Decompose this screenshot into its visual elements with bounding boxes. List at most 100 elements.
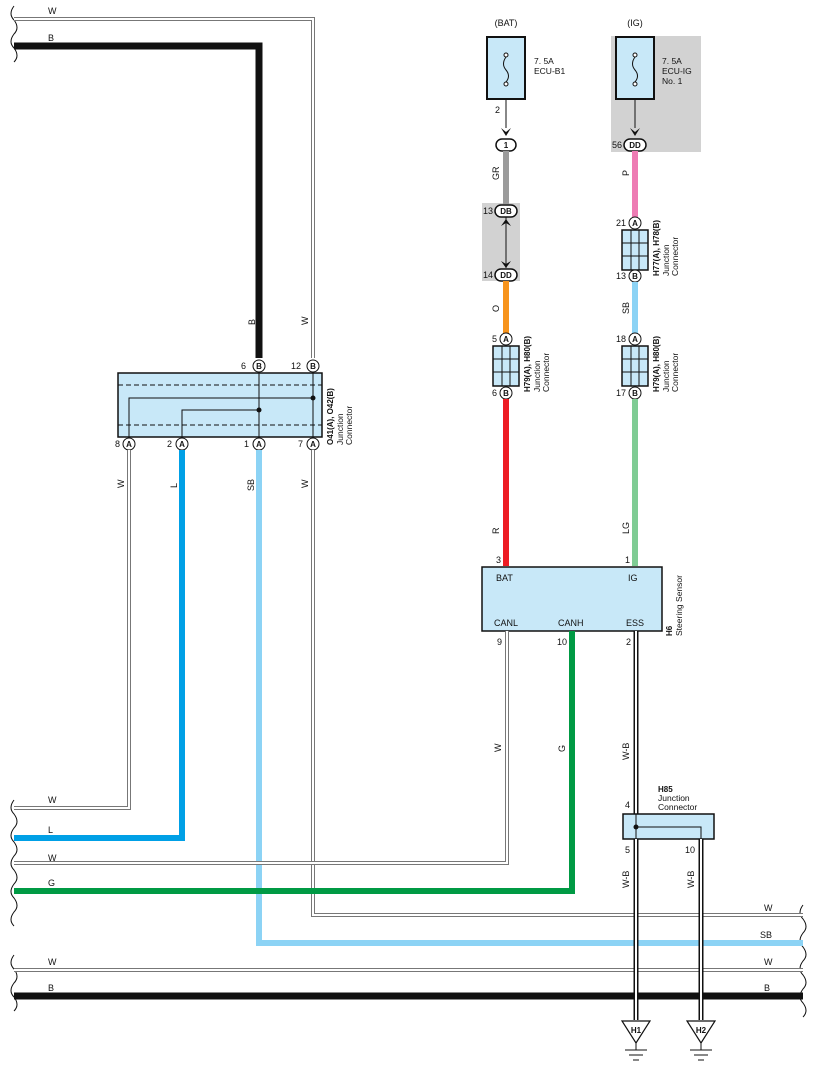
junction-o41-box (117, 372, 323, 438)
svg-text:Junction: Junction (661, 360, 671, 392)
wire-label-wb-h1: W-B (621, 871, 631, 888)
svg-text:18: 18 (616, 334, 626, 344)
wire-label-b-bottom-left: B (48, 983, 54, 993)
junction-h79-right (621, 345, 649, 387)
steering-sensor-box (481, 566, 663, 632)
svg-text:Connector: Connector (541, 353, 551, 392)
svg-text:B: B (310, 362, 316, 371)
fuse-ig-name2: No. 1 (662, 76, 683, 86)
wire-label-w-right1: W (764, 903, 773, 913)
wire-label-w-bottom-right: W (764, 957, 773, 967)
svg-text:2: 2 (167, 439, 172, 449)
wire-label-b: B (48, 33, 54, 43)
svg-text:B: B (256, 362, 262, 371)
svg-text:Junction: Junction (532, 360, 542, 392)
svg-text:A: A (632, 219, 638, 228)
arrow-down-icon (501, 261, 511, 268)
wire-label-w: W (48, 6, 57, 16)
bat-supply-label: (BAT) (495, 18, 518, 28)
ground-h1-icon: H1 (620, 1020, 652, 1061)
svg-text:1: 1 (625, 555, 630, 565)
wire-label-gr: GR (491, 166, 501, 180)
o41-pin-7: A 7 (298, 437, 320, 451)
fuse-bat-rating: 7. 5A (534, 56, 554, 66)
wire-label-o: O (491, 305, 501, 312)
svg-text:17: 17 (616, 388, 626, 398)
fuse-symbol-icon (632, 56, 638, 83)
o41-connector-desc2: Connector (344, 406, 354, 445)
h85-desc2: Connector (658, 802, 697, 812)
wire-l-pin2 (14, 450, 185, 841)
svg-text:B: B (632, 272, 638, 281)
svg-text:Connector: Connector (670, 353, 680, 392)
wire-label-w-pin7: W (300, 479, 310, 488)
wire-label-b-vert: B (247, 319, 257, 325)
steering-sensor-id: H6 (665, 625, 674, 636)
terminal-ess: ESS (626, 618, 644, 628)
arrow-down-icon (630, 128, 640, 136)
svg-text:9: 9 (497, 637, 502, 647)
svg-text:8: 8 (115, 439, 120, 449)
terminal-canh: CANH (558, 618, 584, 628)
fuse-symbol-icon (503, 56, 509, 83)
wire-b-top (14, 42, 263, 358)
fuse-ig-name: ECU-IG (662, 66, 692, 76)
svg-text:56: 56 (612, 140, 622, 150)
left-break-marks (10, 5, 18, 1012)
svg-text:6: 6 (241, 361, 246, 371)
svg-text:10: 10 (685, 845, 695, 855)
svg-text:B: B (632, 389, 638, 398)
svg-text:13: 13 (616, 271, 626, 281)
svg-text:13: 13 (483, 206, 493, 216)
wire-w-pin8 (14, 450, 131, 810)
svg-text:4: 4 (625, 800, 630, 810)
fuse-bat-pin: 2 (495, 105, 500, 115)
ig-supply-label: (IG) (627, 18, 643, 28)
fuse-bat-name: ECU-B1 (534, 66, 565, 76)
svg-text:H1: H1 (631, 1026, 642, 1035)
svg-text:A: A (503, 335, 509, 344)
wire-label-sb-ig: SB (621, 302, 631, 314)
wire-label-sb-right: SB (760, 930, 772, 940)
wire-label-w-bottom-left: W (48, 957, 57, 967)
wire-label-w-left2: W (48, 853, 57, 863)
svg-text:H2: H2 (696, 1026, 707, 1035)
h85-id: H85 (658, 785, 673, 794)
svg-text:DB: DB (500, 207, 512, 216)
fuse-ecu-b1 (486, 36, 526, 100)
svg-text:21: 21 (616, 218, 626, 228)
h77-id: H77(A), H78(B) (652, 220, 661, 276)
svg-text:A: A (179, 440, 185, 449)
o41-pin-6: B 6 (241, 359, 266, 373)
steering-sensor-name: Steering Sensor (674, 575, 684, 636)
wire-w-pin7 (311, 450, 803, 917)
o41-pin-2: A 2 (167, 437, 189, 451)
svg-text:DD: DD (629, 141, 641, 150)
svg-text:B: B (503, 389, 509, 398)
h85-desc1: Junction (658, 793, 690, 803)
wire-label-w-vert: W (300, 316, 310, 325)
svg-text:10: 10 (557, 637, 567, 647)
terminal-bat: BAT (496, 573, 513, 583)
wire-sb-pin1 (256, 450, 803, 946)
wire-label-p: P (621, 170, 631, 176)
svg-text:6: 6 (492, 388, 497, 398)
wire-label-sb-pin1: SB (246, 479, 256, 491)
terminal-ig: IG (628, 573, 638, 583)
svg-text:5: 5 (625, 845, 630, 855)
wire-label-g-left: G (48, 878, 55, 888)
svg-text:12: 12 (291, 361, 301, 371)
h79-left-id: H79(A), H80(B) (523, 336, 532, 392)
o41-connector-desc1: Junction (335, 413, 345, 445)
svg-text:Connector: Connector (670, 237, 680, 276)
svg-text:14: 14 (483, 270, 493, 280)
arrow-up-icon (501, 219, 511, 226)
ground-h2-icon: H2 (685, 1020, 717, 1061)
svg-text:1: 1 (244, 439, 249, 449)
wire-label-w-pin8: W (116, 479, 126, 488)
svg-text:5: 5 (492, 334, 497, 344)
h79-right-id: H79(A), H80(B) (652, 336, 661, 392)
wire-label-g-canh: G (557, 745, 567, 752)
wire-g-canh (14, 631, 575, 894)
wire-label-l-left: L (48, 825, 53, 835)
